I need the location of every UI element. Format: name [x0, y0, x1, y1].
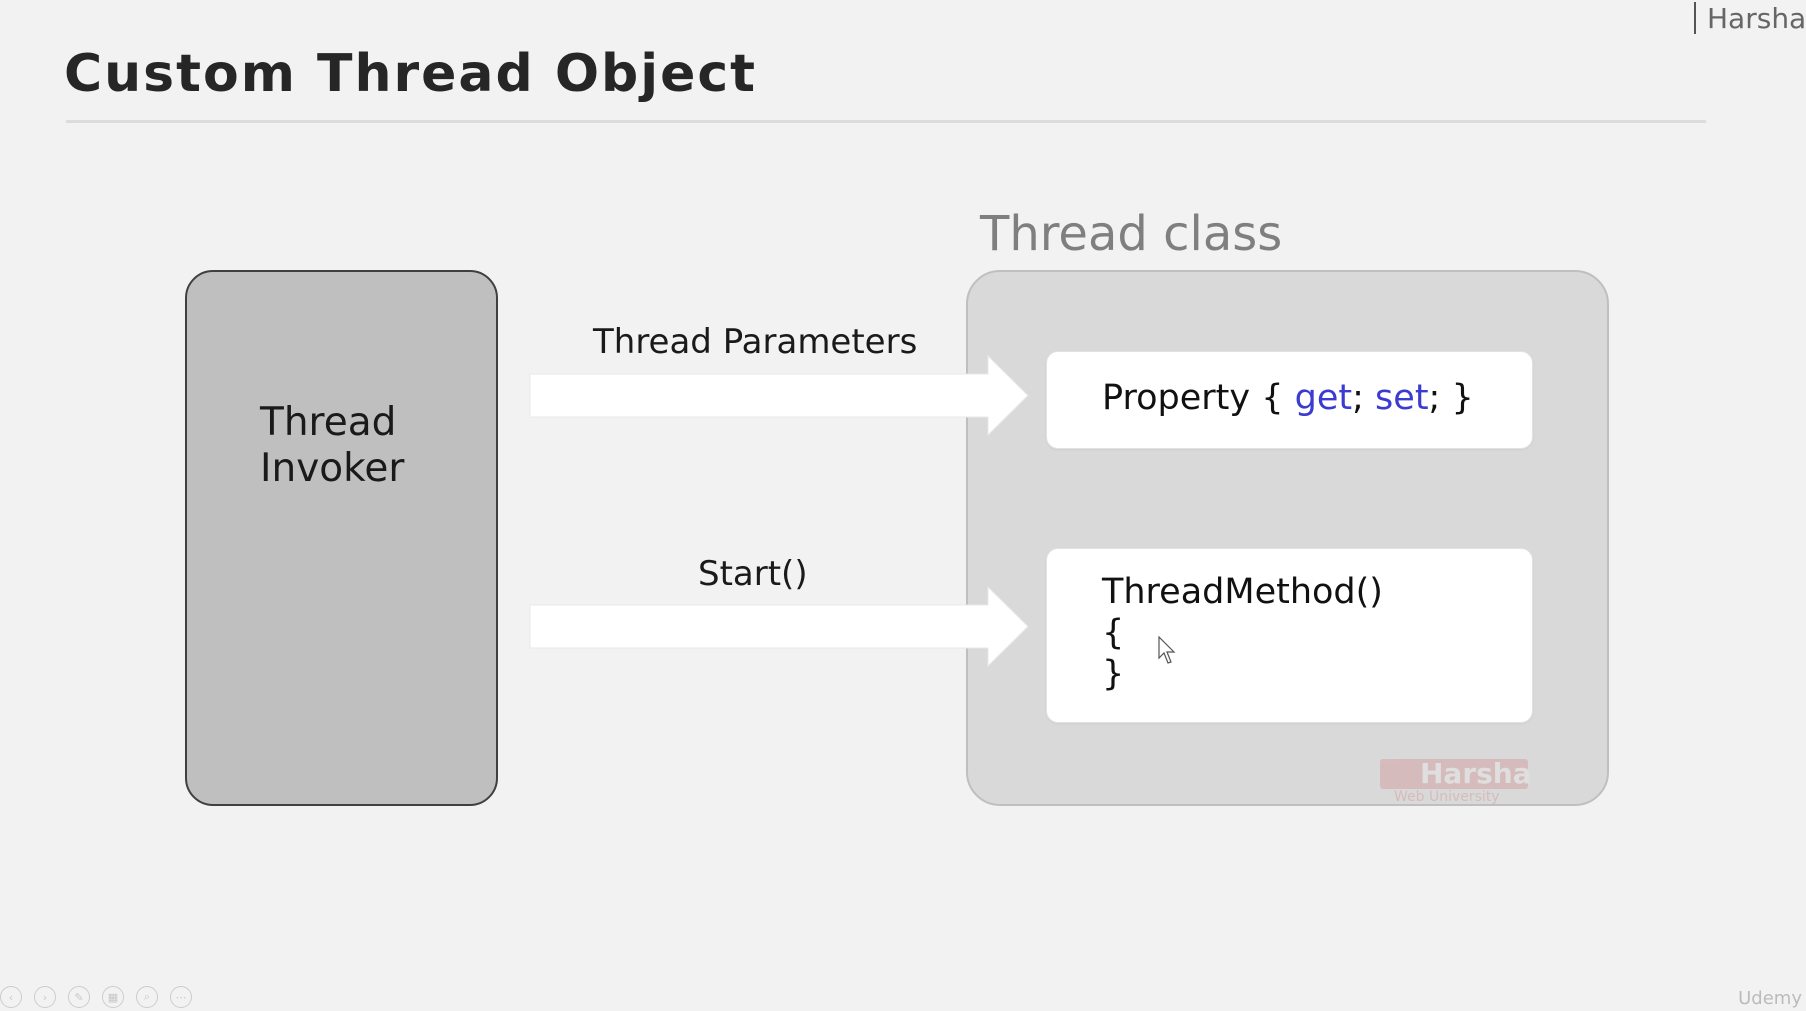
brand-name: Harsha [1707, 2, 1806, 35]
watermark-text: Harsha [1420, 757, 1532, 790]
mouse-cursor-icon [1158, 636, 1176, 664]
property-declaration: Property { get; set; } [1102, 378, 1474, 418]
thread-parameters-arrow [529, 354, 1029, 437]
back-icon[interactable]: ‹ [0, 986, 22, 1008]
watermark-logo-icon [1380, 759, 1528, 789]
property-close: ; } [1428, 378, 1474, 418]
title-divider [66, 120, 1706, 123]
pen-icon[interactable]: ✎ [68, 986, 90, 1008]
thread-method-signature: ThreadMethod() [1102, 572, 1383, 612]
property-open: { [1250, 378, 1295, 418]
more-icon[interactable]: ⋯ [170, 986, 192, 1008]
set-keyword: set [1375, 378, 1429, 418]
thread-invoker-box [185, 270, 498, 806]
harsha-watermark: Harsha Web University [1380, 755, 1532, 807]
watermark-subtitle: Web University [1394, 789, 1500, 805]
thread-method-card [1046, 548, 1533, 723]
platform-watermark: Udemy [1738, 988, 1802, 1009]
brand-divider [1694, 2, 1696, 34]
thread-method-code: ThreadMethod(){} [1102, 572, 1383, 695]
property-name: Property [1102, 378, 1251, 418]
start-arrow [529, 585, 1029, 668]
property-separator: ; [1352, 378, 1376, 418]
arrow-label-start: Start() [698, 554, 808, 594]
zoom-icon[interactable]: ⌕ [136, 986, 158, 1008]
arrow-label-thread-parameters: Thread Parameters [593, 322, 918, 362]
method-open-brace: { [1102, 613, 1125, 653]
method-close-brace: } [1102, 654, 1125, 694]
slide-title: Custom Thread Object [64, 44, 758, 104]
thread-invoker-label: Thread Invoker [260, 400, 405, 491]
thread-class-title: Thread class [980, 206, 1283, 262]
get-keyword: get [1294, 378, 1353, 418]
slides-icon[interactable]: ▦ [102, 986, 124, 1008]
player-controls: ‹ › ✎ ▦ ⌕ ⋯ [0, 986, 192, 1008]
property-card [1046, 351, 1533, 449]
forward-icon[interactable]: › [34, 986, 56, 1008]
